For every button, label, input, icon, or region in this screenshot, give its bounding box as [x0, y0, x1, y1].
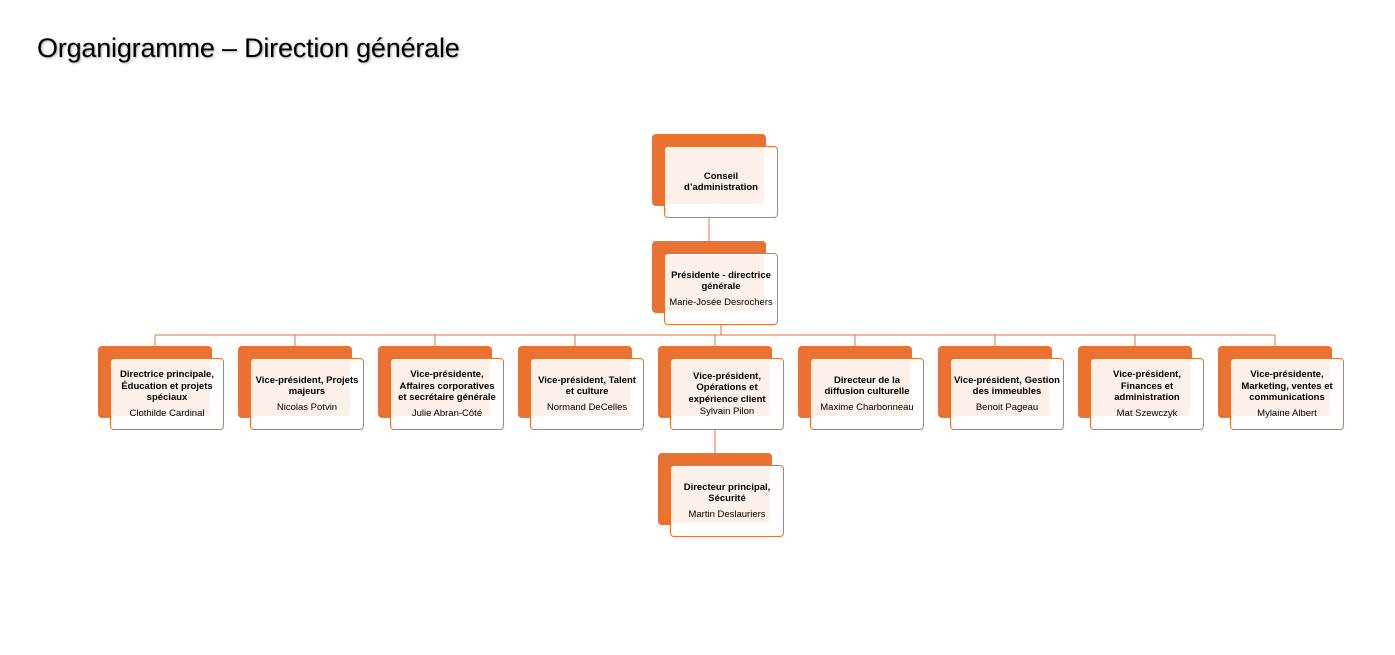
node-report-1: Directrice principale, Éducation et proj… [98, 346, 224, 430]
node-card: Directeur principal, Sécurité Martin Des… [670, 465, 784, 537]
node-board: Conseil d’administration [652, 134, 778, 218]
node-person: Mylaine Albert [1257, 407, 1317, 419]
node-report-3: Vice-présidente, Affaires corporatives e… [378, 346, 504, 430]
node-report-2: Vice-président, Projets majeurs Nicolas … [238, 346, 364, 430]
node-role: Vice-président, Opérations et expérience… [688, 370, 766, 405]
node-person: Benoit Pageau [975, 401, 1039, 413]
node-person: Nicolas Potvin [276, 401, 338, 413]
node-card: Vice-président, Opérations et expérience… [670, 358, 784, 430]
node-person: Clothilde Cardinal [129, 407, 205, 419]
node-role: Directeur principal, Sécurité [683, 481, 771, 505]
node-role: Vice-président, Gestion des immeubles [954, 374, 1060, 398]
node-card: Vice-président, Finances et administrati… [1090, 358, 1204, 430]
node-role: Directeur de la diffusion culturelle [824, 374, 910, 398]
node-role: Vice-président, Projets majeurs [255, 374, 359, 398]
node-role: Directrice principale, Éducation et proj… [120, 369, 214, 403]
node-person: Sylvain Pilon [699, 406, 755, 417]
node-card: Vice-président, Gestion des immeubles Be… [950, 358, 1064, 430]
node-card: Directeur de la diffusion culturelle Max… [810, 358, 924, 430]
node-person: Martin Deslauriers [688, 508, 766, 520]
node-person: Marie-Josée Desrochers [669, 296, 773, 308]
node-person: Mat Szewczyk [1116, 407, 1178, 419]
node-report-7: Vice-président, Gestion des immeubles Be… [938, 346, 1064, 430]
node-role: Vice-président, Finances et administrati… [1113, 369, 1181, 403]
node-role: Conseil d’administration [684, 170, 758, 194]
node-role: Vice-président, Talent et culture [538, 374, 636, 398]
node-report-5: Vice-président, Opérations et expérience… [658, 346, 784, 430]
node-card: Vice-présidente, Affaires corporatives e… [390, 358, 504, 430]
node-card: Présidente - directrice générale Marie-J… [664, 253, 778, 325]
node-person: Normand DeCelles [546, 401, 628, 413]
node-card: Vice-présidente, Marketing, ventes et co… [1230, 358, 1344, 430]
node-report-6: Directeur de la diffusion culturelle Max… [798, 346, 924, 430]
node-role: Vice-présidente, Marketing, ventes et co… [1241, 369, 1333, 403]
page-title: Organigramme – Direction générale [37, 33, 460, 63]
node-person: Maxime Charbonneau [820, 401, 914, 413]
node-card: Vice-président, Talent et culture Norman… [530, 358, 644, 430]
node-president: Présidente - directrice générale Marie-J… [652, 241, 778, 325]
node-report-4: Vice-président, Talent et culture Norman… [518, 346, 644, 430]
node-role: Vice-présidente, Affaires corporatives e… [398, 369, 496, 403]
node-card: Directrice principale, Éducation et proj… [110, 358, 224, 430]
node-report-8: Vice-président, Finances et administrati… [1078, 346, 1204, 430]
node-security: Directeur principal, Sécurité Martin Des… [658, 453, 784, 537]
node-report-9: Vice-présidente, Marketing, ventes et co… [1218, 346, 1344, 430]
node-person: Julie Abran-Côté [411, 407, 483, 419]
node-card: Conseil d’administration [664, 146, 778, 218]
node-card: Vice-président, Projets majeurs Nicolas … [250, 358, 364, 430]
node-role: Présidente - directrice générale [671, 269, 771, 293]
